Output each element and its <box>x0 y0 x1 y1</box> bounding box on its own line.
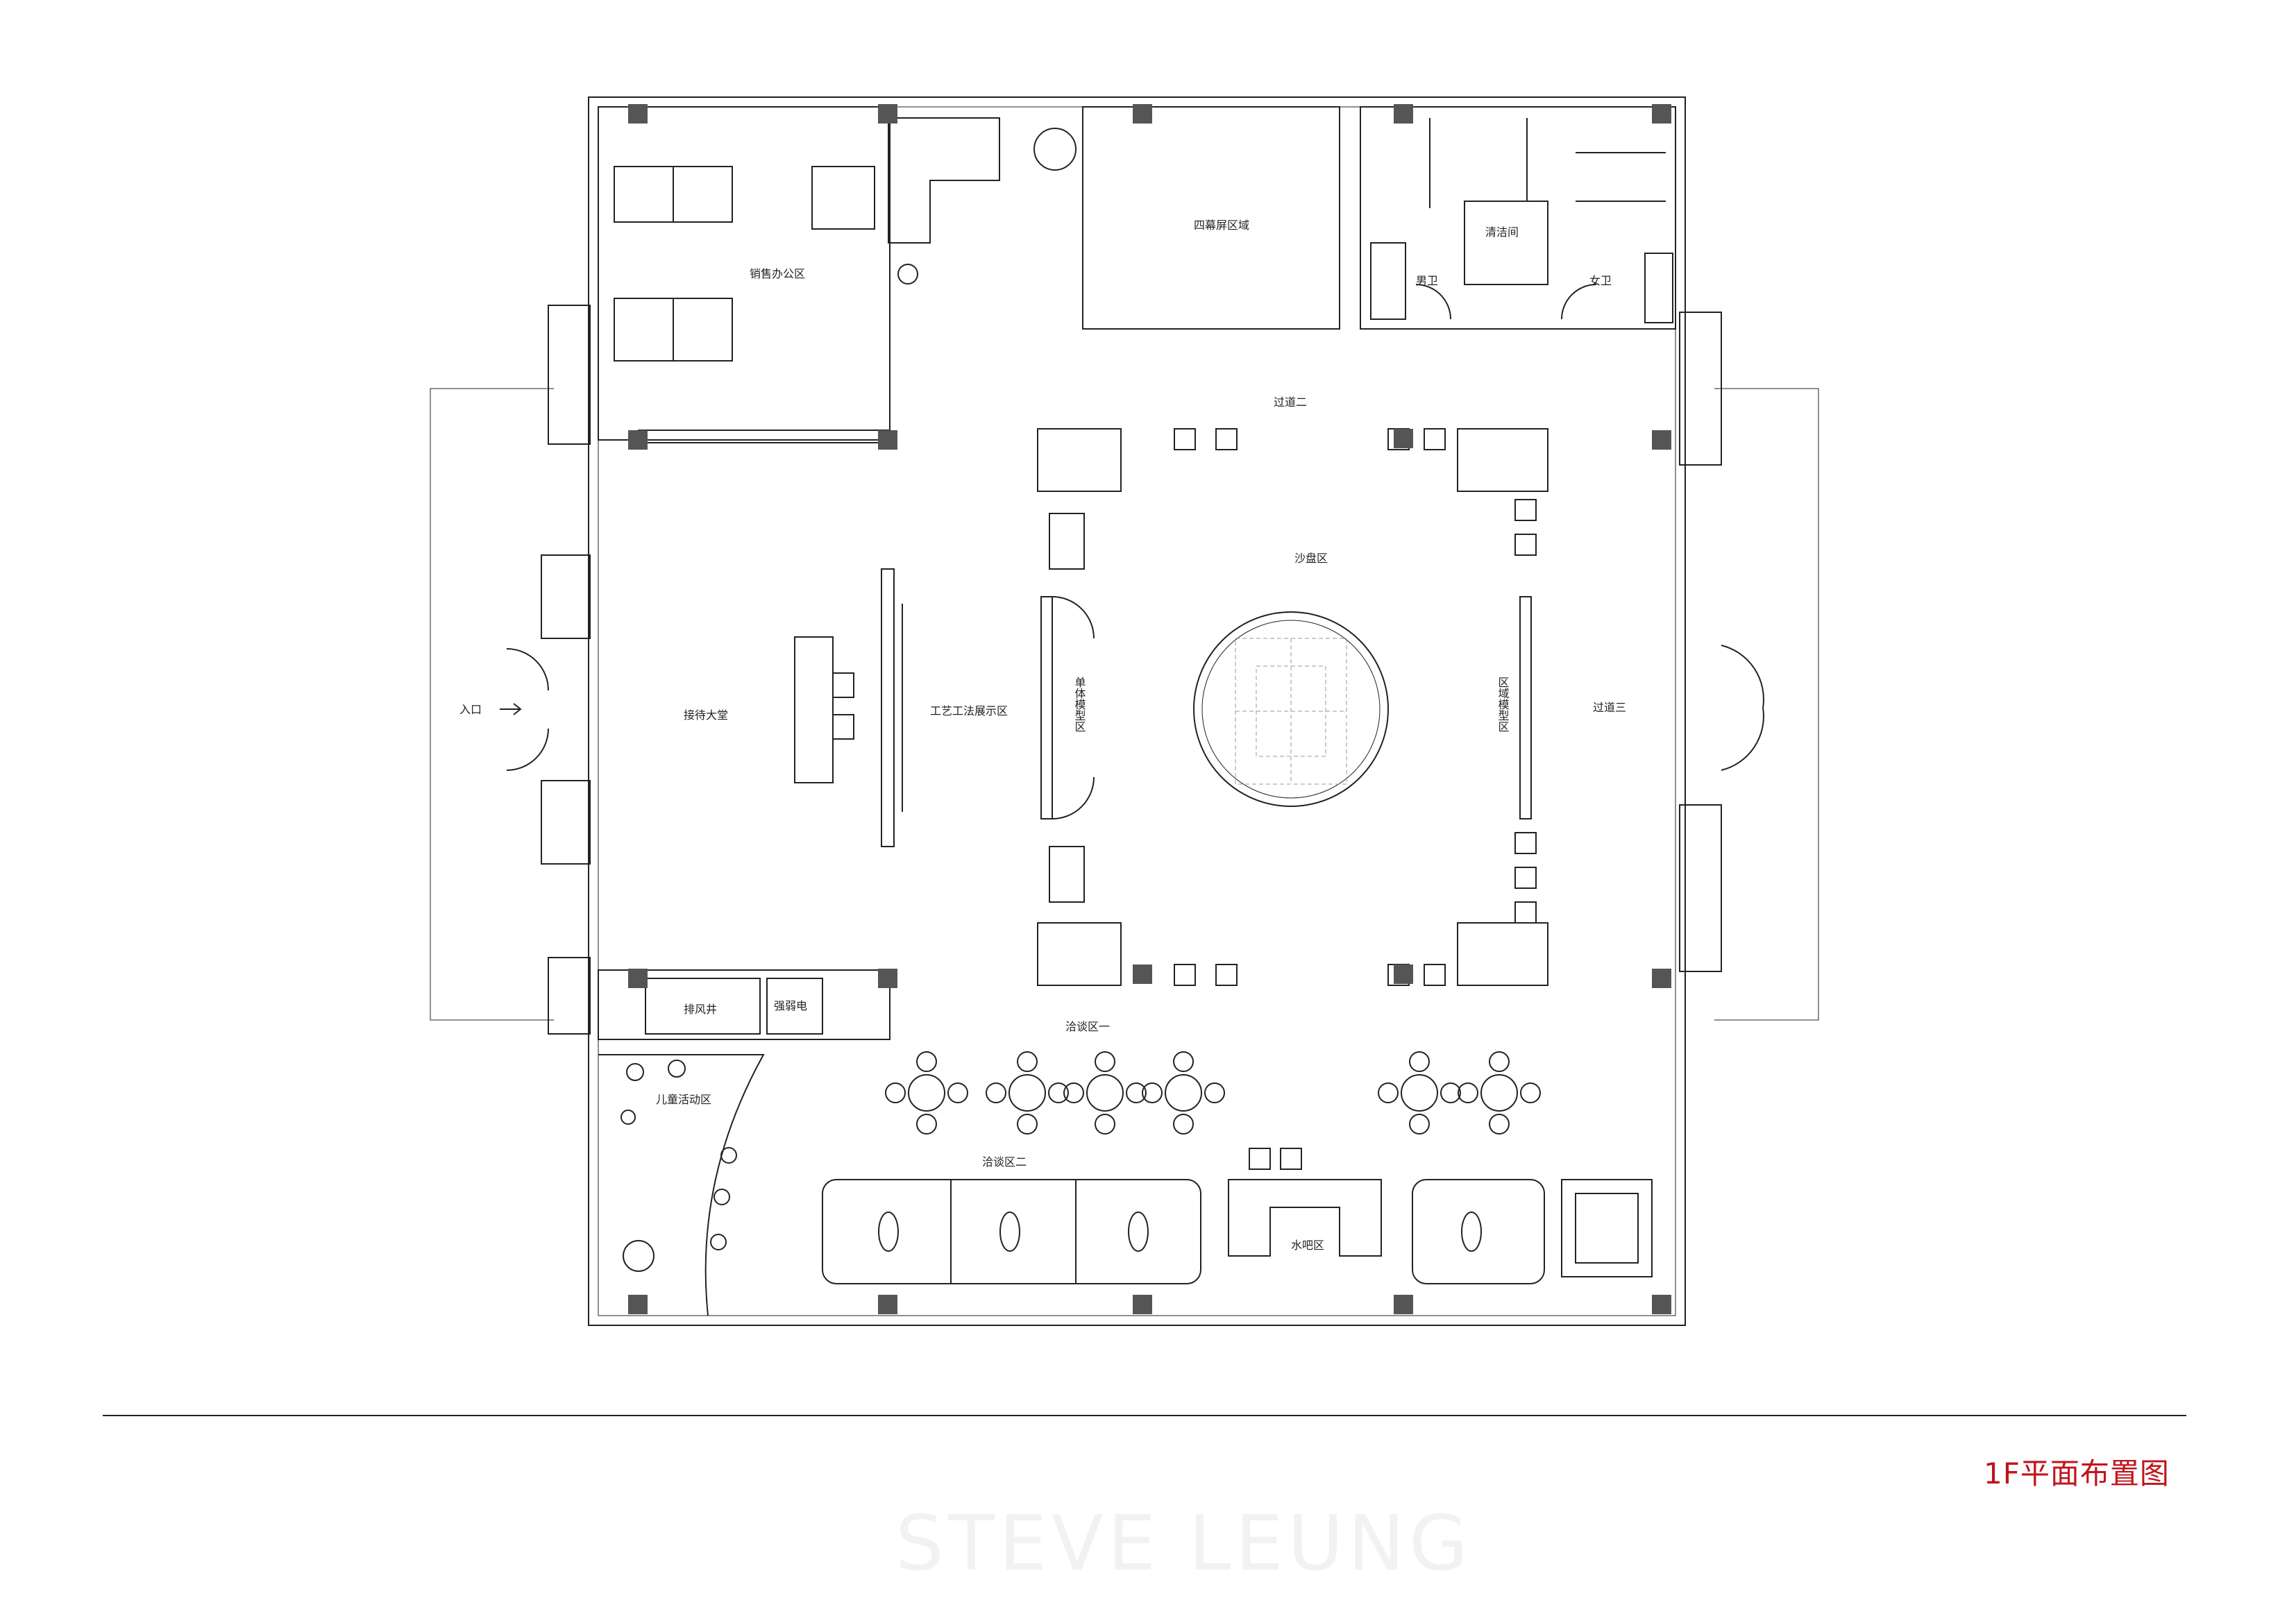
label-sales-office: 销售办公区 <box>750 267 805 280</box>
label-sand-table: 沙盘区 <box>1294 552 1328 565</box>
label-screen-area: 四幕屏区域 <box>1194 219 1249 232</box>
label-electrical: 强弱电 <box>774 999 807 1012</box>
exhaust-shaft-room <box>645 978 761 1035</box>
screen-area-room <box>1082 106 1340 330</box>
label-craft-display: 工艺工法展示区 <box>930 704 1008 717</box>
label-water-bar: 水吧区 <box>1291 1239 1324 1252</box>
label-exhaust-shaft: 排风井 <box>684 1003 717 1016</box>
label-reception-hall: 接待大堂 <box>684 708 728 722</box>
sand-table-circle <box>1193 611 1389 807</box>
drawing-title: 1F平面布置图 <box>1984 1456 2170 1490</box>
label-negotiation-1: 洽谈区一 <box>1065 1020 1110 1033</box>
label-corridor-3: 过道三 <box>1593 701 1626 714</box>
elevator-shaft <box>1561 1179 1653 1277</box>
negotiation-tables-1 <box>885 1051 1541 1135</box>
watermark: STEVE LEUNG <box>895 1499 1473 1588</box>
label-negotiation-2: 洽谈区二 <box>982 1155 1027 1169</box>
sales-office-room <box>598 106 890 441</box>
label-corridor-2: 过道二 <box>1274 396 1307 409</box>
label-area-model: 区域模型区 <box>1496 677 1510 732</box>
restroom-block <box>1360 106 1676 330</box>
label-womens-restroom: 女卫 <box>1589 274 1612 287</box>
label-unit-model: 单体模型区 <box>1073 677 1086 732</box>
label-entrance: 入口 <box>459 703 482 716</box>
outer-wall <box>588 96 1686 1326</box>
label-kids-area: 儿童活动区 <box>656 1093 711 1106</box>
columns <box>628 104 1671 1314</box>
label-mens-restroom: 男卫 <box>1416 274 1438 287</box>
label-cleaning-room: 清洁间 <box>1485 226 1519 239</box>
